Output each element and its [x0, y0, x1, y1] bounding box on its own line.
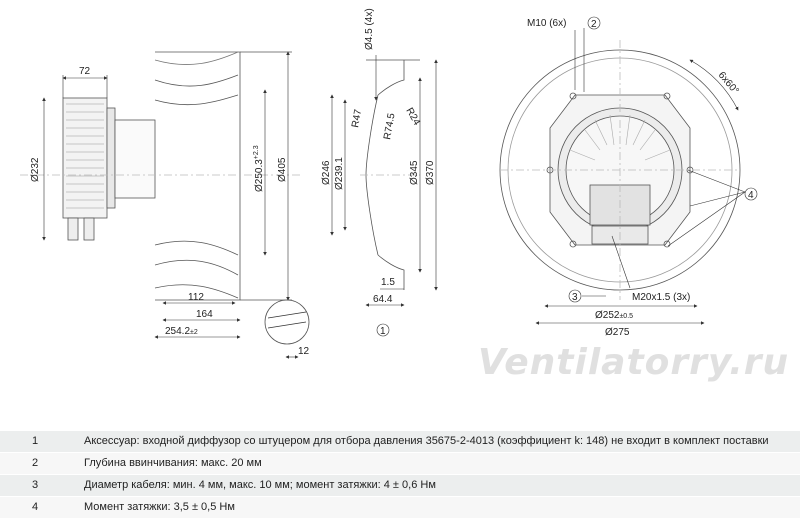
- dim-m20: M20x1.5 (3x): [632, 292, 690, 303]
- dim-164: 164: [196, 309, 213, 320]
- callout-1: 1: [380, 326, 386, 337]
- dim-232: Ø232: [30, 157, 41, 182]
- dim-239-1: Ø239.1: [334, 157, 345, 190]
- table-row: 3 Диаметр кабеля: мин. 4 мм, макс. 10 мм…: [0, 474, 800, 497]
- inlet-dimensions: [330, 55, 438, 337]
- note-text: Аксессуар: входной диффузор со штуцером …: [78, 431, 800, 453]
- side-view-dimensions: [42, 51, 299, 359]
- table-row: 2 Глубина ввинчивания: макс. 20 мм: [0, 452, 800, 475]
- side-view: [20, 51, 310, 345]
- motor-housing: [62, 97, 108, 219]
- callout-2: 2: [591, 19, 597, 30]
- dim-r24: R24: [403, 106, 422, 128]
- note-text: Диаметр кабеля: мин. 4 мм, макс. 10 мм; …: [78, 474, 800, 497]
- watermark: Ventilatorry.ru: [478, 342, 790, 383]
- table-row: 4 Момент затяжки: 3,5 ± 0,5 Нм: [0, 496, 800, 519]
- motor-ribs: [569, 114, 671, 161]
- note-text: Момент затяжки: 3,5 ± 0,5 Нм: [78, 496, 800, 519]
- notes-table: 1 Аксессуар: входной диффузор со штуцеро…: [0, 431, 800, 519]
- inlet-profile: [360, 59, 420, 290]
- table-row: 1 Аксессуар: входной диффузор со штуцеро…: [0, 431, 800, 453]
- dim-64-4: 64.4: [373, 294, 393, 305]
- dim-370: Ø370: [425, 160, 436, 185]
- front-view: [499, 40, 741, 300]
- detail-circle: [264, 299, 310, 345]
- dim-112: 112: [188, 292, 204, 303]
- note-text: Глубина ввинчивания: макс. 20 мм: [78, 452, 800, 475]
- technical-drawing: 72 Ø232 Ø250.3+2.3 Ø405 112 164 254.2±2 …: [20, 8, 758, 359]
- dim-254: 254.2±2: [165, 326, 198, 337]
- dim-m10: M10 (6x): [527, 18, 566, 29]
- dim-r47: R47: [350, 108, 364, 128]
- dim-4-5: Ø4.5 (4x): [364, 8, 375, 50]
- dim-252: Ø252±0.5: [595, 310, 633, 321]
- note-number: 4: [0, 496, 78, 519]
- dim-275: Ø275: [605, 327, 630, 338]
- note-number: 2: [0, 452, 78, 475]
- dim-72: 72: [79, 66, 91, 77]
- dim-r74-5: R74.5: [382, 112, 398, 141]
- dim-250: Ø250.3+2.3: [253, 145, 265, 192]
- callout-3: 3: [572, 292, 578, 303]
- dim-12: 12: [298, 346, 310, 357]
- callout-4: 4: [748, 190, 754, 201]
- motor-fins: [66, 103, 104, 209]
- dim-1-5: 1.5: [381, 277, 395, 288]
- dim-345: Ø345: [409, 160, 420, 185]
- dim-246: Ø246: [321, 160, 332, 185]
- impeller-outline: [155, 51, 241, 301]
- bolt-hole: [569, 92, 577, 100]
- dim-405: Ø405: [277, 157, 288, 182]
- note-number: 1: [0, 431, 78, 453]
- front-view-dimensions: [535, 16, 758, 325]
- note-number: 3: [0, 474, 78, 497]
